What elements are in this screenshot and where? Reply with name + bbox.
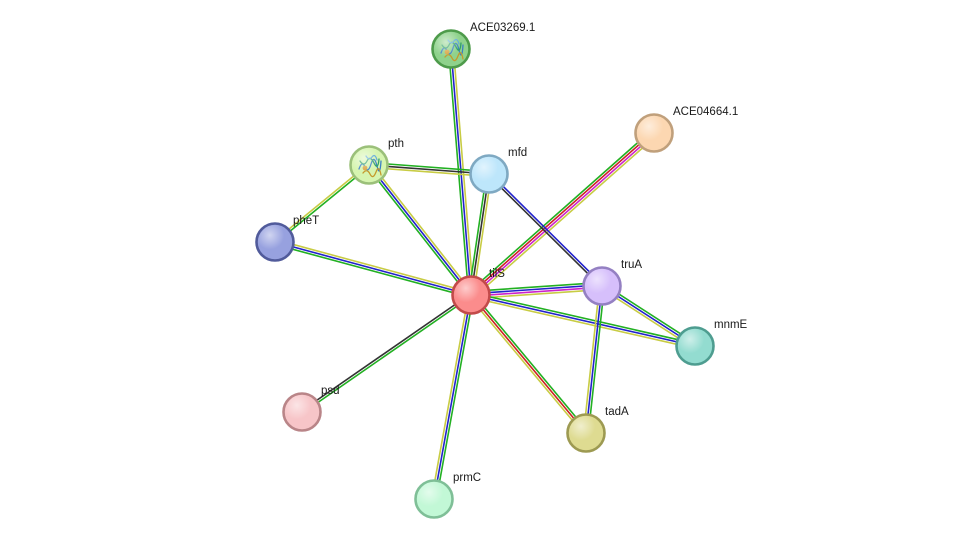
edge-layer [273,48,698,501]
node-tils[interactable] [451,275,491,315]
node-circle[interactable] [349,145,389,185]
node-tada[interactable] [566,413,606,453]
edge-evidence-line [472,173,493,297]
node-label-phet: pheT [293,215,319,227]
node-layer [255,29,715,519]
edge-evidence-line [487,174,602,288]
edge-tils-mnme[interactable] [469,291,697,350]
node-prmc[interactable] [414,479,454,519]
edge-evidence-line [587,285,606,435]
node-trua[interactable] [582,266,622,306]
node-label-ace04664-1: ACE04664.1 [673,106,738,118]
node-circle[interactable] [431,29,471,69]
edge-trua-tada[interactable] [582,284,606,435]
node-label-trua: truA [621,259,642,271]
node-circle[interactable] [675,326,715,366]
edge-evidence-line [274,241,472,296]
edge-evidence-line [368,164,490,175]
edge-evidence-line [470,286,603,297]
node-label-mfd: mfd [508,147,527,159]
edge-tils-tada[interactable] [468,292,589,436]
edge-evidence-line [469,281,603,293]
edge-tils-phet[interactable] [273,238,473,299]
node-circle[interactable] [469,154,509,194]
edge-evidence-line [470,133,656,297]
edge-tils-pth[interactable] [366,162,474,298]
node-circle[interactable] [566,413,606,453]
edge-evidence-line [433,294,472,500]
edge-tils-trua[interactable] [469,281,604,300]
edge-evidence-line [368,166,490,178]
edge-tils-psd[interactable] [300,293,473,414]
node-ace04664-1[interactable] [634,113,674,153]
edge-evidence-line [467,172,488,296]
node-label-ace03269-1: ACE03269.1 [470,22,535,34]
edge-evidence-line [368,161,490,173]
edge-evidence-line [366,165,470,298]
edge-evidence-line [469,131,655,295]
node-label-psd: psd [321,385,340,397]
node-circle[interactable] [255,222,295,262]
edge-evidence-line [472,134,658,299]
node-label-pth: pth [388,138,404,150]
edge-evidence-line [300,293,472,412]
edge-pth-mfd[interactable] [368,161,490,178]
edge-evidence-line [470,294,587,434]
edge-evidence-line [470,284,603,295]
edge-mfd-trua[interactable] [487,172,604,288]
node-circle[interactable] [634,113,674,153]
node-mnme[interactable] [675,326,715,366]
edge-evidence-line [470,294,696,347]
edge-tils-prmc[interactable] [430,293,475,501]
edge-evidence-line [301,295,473,414]
edge-evidence-line [470,173,490,296]
edge-evidence-line [469,296,696,350]
edge-evidence-line [489,172,604,286]
node-circle[interactable] [451,275,491,315]
node-mfd[interactable] [469,154,509,194]
node-label-tada: tadA [605,406,629,418]
node-label-mnme: mnmE [714,319,748,331]
edge-evidence-line [585,285,603,434]
edge-evidence-line [582,284,601,434]
edge-evidence-line [370,162,474,295]
node-label-tils: tilS [489,268,505,280]
node-phet[interactable] [255,222,295,262]
edge-tils-ace04664-1[interactable] [467,129,658,299]
edge-evidence-line [468,295,585,436]
edge-evidence-line [430,293,470,500]
edge-evidence-line [435,294,475,501]
node-circle[interactable] [282,392,322,432]
node-label-prmc: prmC [453,472,481,484]
edge-evidence-line [470,291,697,345]
node-pth[interactable] [349,145,389,185]
node-psd[interactable] [282,392,322,432]
edge-evidence-line [273,243,472,299]
node-circle[interactable] [582,266,622,306]
node-circle[interactable] [414,479,454,519]
edge-evidence-line [467,129,653,294]
node-ace03269-1[interactable] [431,29,471,69]
edge-evidence-line [472,292,589,433]
edge-tils-mfd[interactable] [467,172,493,297]
edge-evidence-line [274,238,473,294]
edge-evidence-line [368,164,472,296]
